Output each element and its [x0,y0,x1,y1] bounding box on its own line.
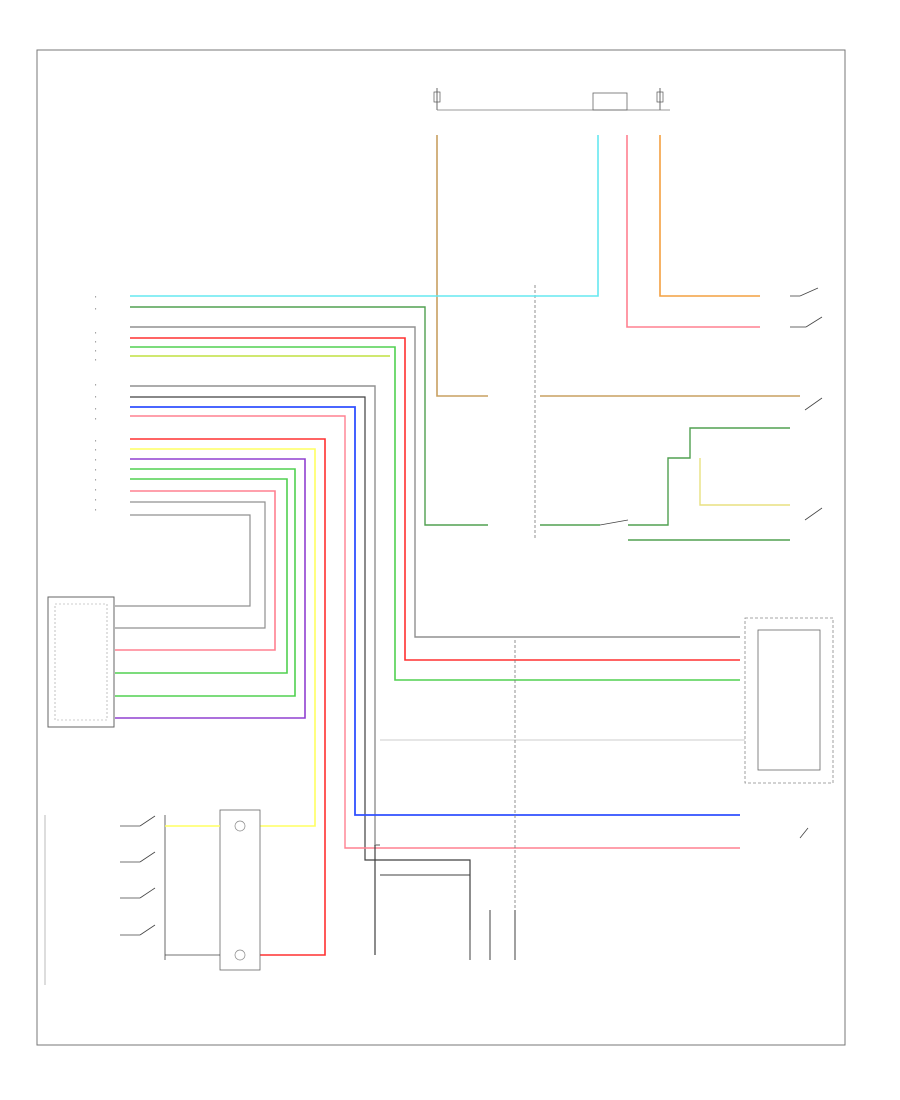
svg-text:▪: ▪ [95,294,97,299]
svg-text:▪: ▪ [95,507,97,512]
svg-text:▪: ▪ [95,477,97,482]
wire-dkgreen [130,306,488,526]
brake-switch [790,287,823,328]
svg-text:▪: ▪ [95,457,97,462]
wire-green-3 [115,478,288,674]
diagram-border [36,49,846,1046]
wire-black-1 [130,396,471,930]
wire-gray-2 [130,385,380,846]
cancel-switch [804,507,823,521]
relay-box [592,92,628,111]
svg-text:▪: ▪ [95,487,97,492]
svg-text:▪: ▪ [95,497,97,502]
wire-purple [115,458,306,719]
svg-text:▪: ▪ [95,330,97,335]
wire-yellow [130,448,316,827]
svg-text:▪: ▪ [95,447,97,452]
throttle-actuator [744,617,834,784]
wire-red-1 [130,337,740,661]
connector-pins: ▪ ▪ ▪ ▪ ▪ ▪ ▪ ▪ ▪ ▪ ▪ ▪ ▪ ▪ ▪ ▪ ▪ ▪ [95,294,97,512]
relay-switch [599,519,629,526]
wire-pink-feed [626,135,760,328]
svg-text:▪: ▪ [95,467,97,472]
wire-yellow-right [699,458,790,506]
fuse-right-group [656,88,664,110]
clutch-switch [804,397,823,411]
fuse-left-group [433,88,441,110]
svg-text:▪: ▪ [95,416,97,421]
fuse-right-icon [656,91,664,103]
wire-gray-3 [115,501,266,629]
cruise-switches [44,815,220,985]
wire-ltblue-feed [540,135,599,297]
wire-tan-feed [436,135,488,397]
svg-text:▪: ▪ [95,357,97,362]
steering-clock-spring [219,809,261,971]
wire-green-2 [115,468,296,697]
wire-orange-feed [659,135,760,297]
wire-red-2 [130,438,326,956]
wire-pink-2 [130,415,740,849]
svg-text:▪: ▪ [95,306,97,311]
svg-text:▪: ▪ [95,382,97,387]
wire-green-1 [130,346,740,681]
svg-text:▪: ▪ [95,438,97,443]
wire-dkgreen-upper [628,427,790,526]
cruise-control-module [47,596,115,728]
svg-text:▪: ▪ [95,406,97,411]
wire-gray-4 [115,514,251,607]
fuse-left-icon [433,91,441,103]
svg-text:▪: ▪ [95,348,97,353]
wire-blue [130,406,740,816]
wire-pink-3 [115,490,276,651]
svg-text:▪: ▪ [95,339,97,344]
svg-text:▪: ▪ [95,394,97,399]
wire-gray-1 [130,326,740,638]
